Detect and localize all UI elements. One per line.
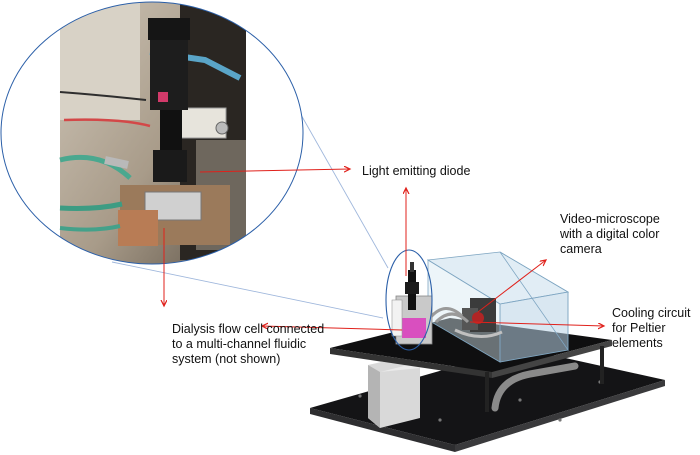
label-video-microscope: Video-microscope with a digital color ca… <box>560 212 660 257</box>
label-line: system (not shown) <box>172 352 281 366</box>
pointer-arrows <box>164 169 604 331</box>
flow-cell-assembly <box>391 262 433 345</box>
arrow-flow-cell-device <box>262 326 403 331</box>
label-cooling-circuit: Cooling circuit for Peltier elements <box>612 306 691 351</box>
label-line: Dialysis flow cell connected <box>172 322 325 336</box>
support-block <box>368 356 420 428</box>
side-handle <box>491 362 579 412</box>
label-line: Cooling circuit <box>612 306 691 320</box>
label-light-emitting-diode: Light emitting diode <box>362 164 470 179</box>
label-line: Video-microscope <box>560 212 660 226</box>
label-dialysis-flow-cell: Dialysis flow cell connected to a multi-… <box>172 322 324 367</box>
label-line: to a multi-channel fluidic <box>172 337 307 351</box>
label-line: with a digital color <box>560 227 660 241</box>
label-line: camera <box>560 242 602 256</box>
device-callout-outline <box>385 249 433 351</box>
arrow-led <box>199 169 350 172</box>
label-line: Light emitting diode <box>362 164 471 178</box>
arrow-microscope <box>477 260 546 313</box>
zoom-photo <box>1 2 303 264</box>
label-line: for Peltier <box>612 321 666 335</box>
label-line: elements <box>612 336 663 350</box>
arrow-cooling <box>469 321 604 326</box>
zoom-guide-lines <box>111 112 389 319</box>
camera-body <box>462 298 496 332</box>
cooling-tubes <box>428 307 503 338</box>
zoom-callout-outline <box>0 1 304 265</box>
